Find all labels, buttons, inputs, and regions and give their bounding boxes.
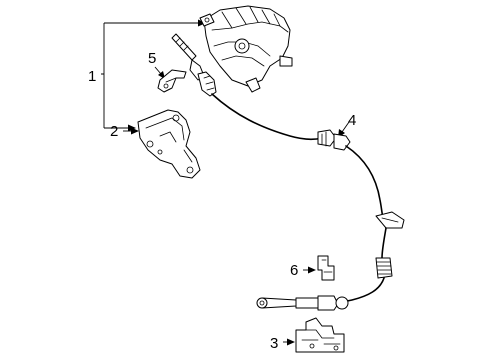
callout-2: 2	[110, 123, 139, 140]
shifter-assembly	[199, 5, 293, 93]
callout-6-label: 6	[290, 262, 298, 279]
callout-3-label: 3	[270, 335, 278, 352]
callout-4-label: 4	[348, 112, 356, 129]
callout-3: 3	[270, 335, 295, 352]
callout-5: 5	[148, 50, 165, 79]
clip-part-5	[157, 69, 187, 93]
cable-end-rod	[171, 33, 217, 97]
callout-6: 6	[290, 262, 316, 279]
callout-2-label: 2	[110, 123, 118, 140]
shift-cable	[211, 93, 405, 311]
callout-1: 1	[88, 19, 206, 132]
callout-4: 4	[338, 112, 356, 138]
bracket-part-2	[137, 109, 201, 179]
bracket-part-6	[317, 255, 335, 281]
callout-5-label: 5	[148, 50, 156, 67]
callout-1-label: 1	[88, 68, 96, 85]
bracket-part-3	[295, 317, 345, 353]
